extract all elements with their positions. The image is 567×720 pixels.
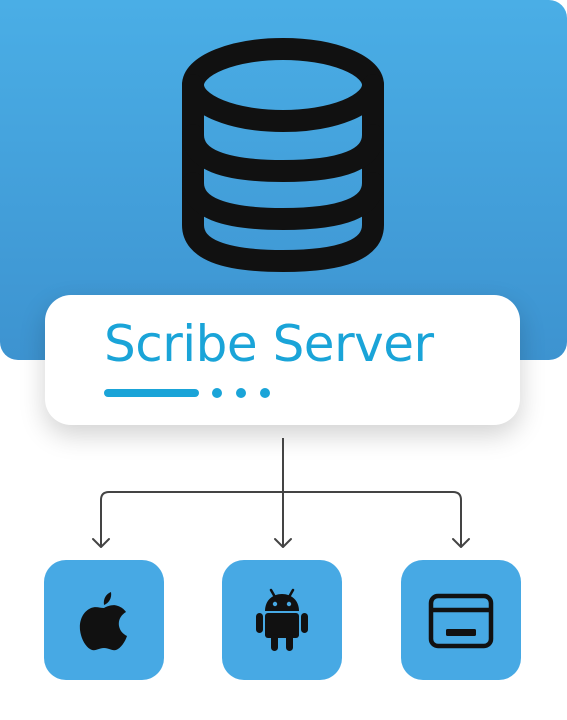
apple-icon [79, 592, 127, 651]
title-underline [104, 388, 270, 398]
android-tile [222, 560, 342, 680]
arrow-head-right [452, 538, 470, 548]
connector-branch [100, 491, 462, 546]
apple-tile [44, 560, 164, 680]
server-title: Scribe Server [104, 315, 434, 373]
web-tile [401, 560, 521, 680]
database-icon [182, 38, 384, 272]
arrow-head-center [274, 538, 292, 548]
browser-window-icon [428, 593, 494, 649]
server-card [45, 295, 520, 425]
android-icon [256, 588, 308, 651]
arrow-head-left [92, 538, 110, 548]
